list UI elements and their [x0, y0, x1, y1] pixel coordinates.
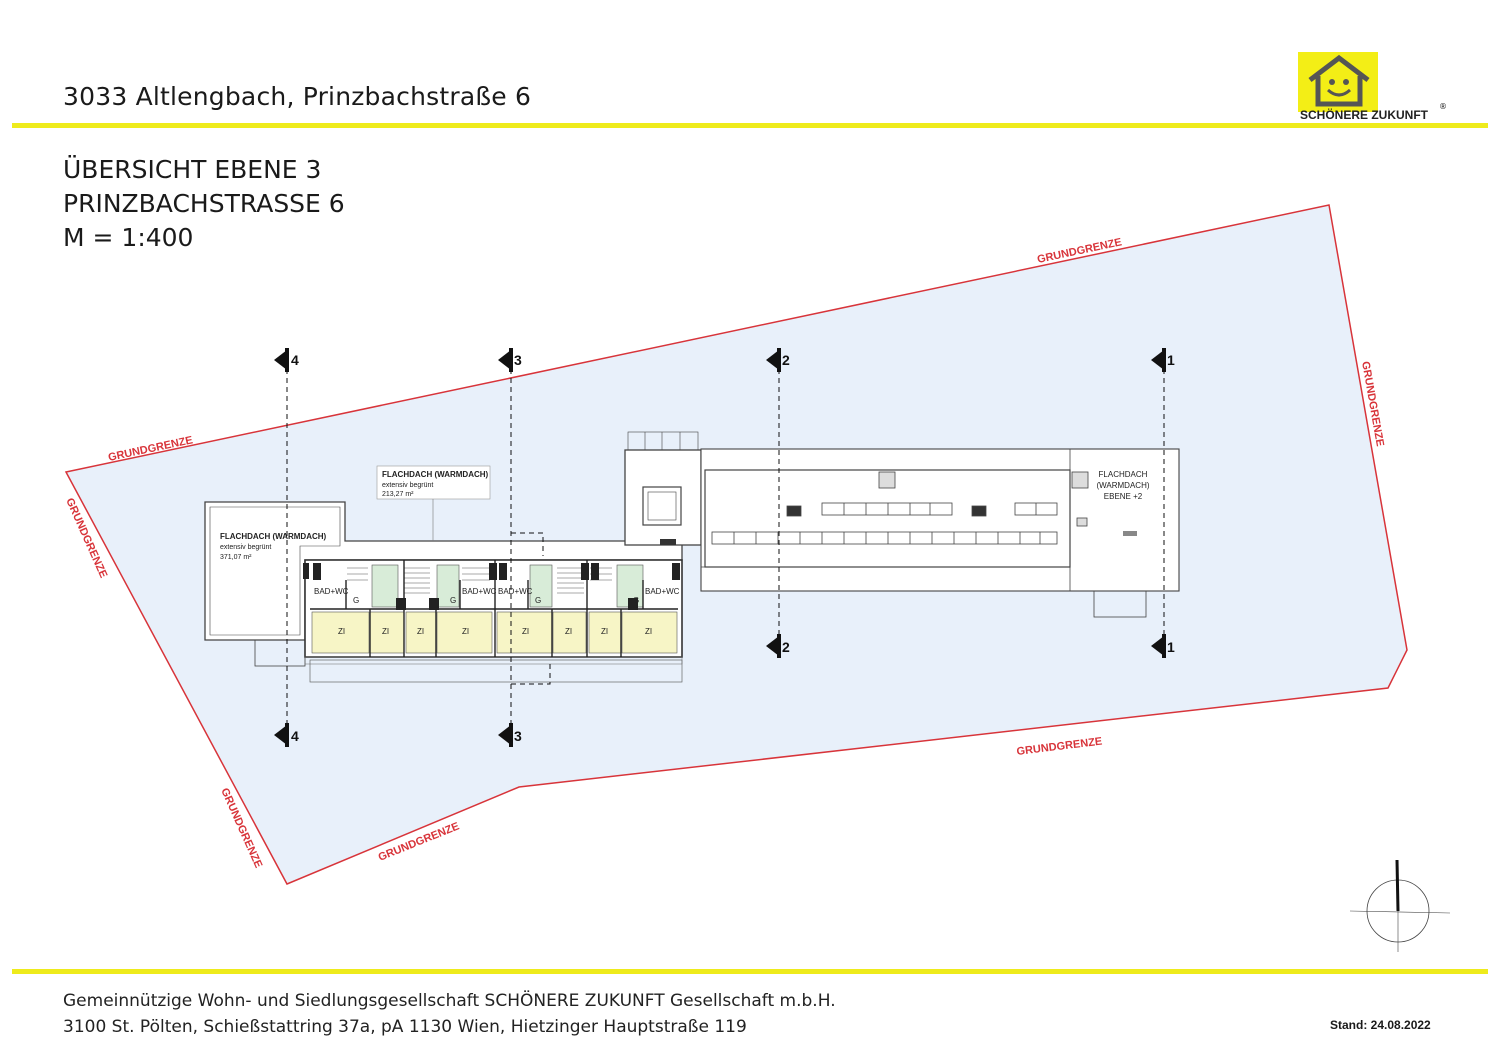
room-label-room: ZI [382, 627, 389, 636]
room-label-bath: BAD+WC [462, 587, 497, 596]
section-number: 1 [1167, 639, 1175, 655]
roof-left-sub: extensiv begrünt [220, 544, 271, 551]
house-smiley-icon [1308, 54, 1370, 107]
footer: Gemeinnützige Wohn- und Siedlungsgesells… [63, 988, 836, 1040]
room-label-bath: BAD+WC [314, 587, 349, 596]
logo-registered-mark: ® [1439, 102, 1447, 111]
section-number: 3 [514, 352, 522, 368]
footer-rule [12, 969, 1488, 974]
roof-middle-sub: extensiv begrünt [382, 482, 433, 489]
room-label-bath: BAD+WC [645, 587, 680, 596]
section-number: 1 [1167, 352, 1175, 368]
date-stamp: Stand: 24.08.2022 [1330, 1018, 1431, 1032]
footer-address: 3100 St. Pölten, Schießstattring 37a, pA… [63, 1017, 747, 1037]
roof-right-line2: (WARMDACH) [1096, 481, 1149, 490]
company-logo: SCHÖNERE ZUKUNFT ® [1298, 52, 1448, 124]
north-arrow-icon [1349, 859, 1451, 952]
section-number: 3 [514, 728, 522, 744]
room-label-room: ZI [601, 627, 608, 636]
section-number: 2 [782, 352, 790, 368]
roof-right-line3: EBENE +2 [1104, 492, 1143, 501]
room-label-room: ZI [522, 627, 529, 636]
roof-middle-title: FLACHDACH (WARMDACH) [382, 470, 489, 479]
header-rule [12, 123, 1488, 128]
room-label-wardrobe: G [450, 596, 456, 605]
footer-company: Gemeinnützige Wohn- und Siedlungsgesells… [63, 991, 836, 1011]
stair-tower [624, 431, 702, 546]
roof-left-title: FLACHDACH (WARMDACH) [220, 532, 327, 541]
room-label-wardrobe: G [633, 596, 639, 605]
roof-left-area: 371,07 m² [220, 554, 252, 561]
title-level: ÜBERSICHT EBENE 3 [63, 155, 322, 184]
section-number: 2 [782, 639, 790, 655]
room-label-room: ZI [565, 627, 572, 636]
room-label-room: ZI [462, 627, 469, 636]
section-markers: 4 3 2 1 4 3 2 1 [274, 348, 1175, 747]
boundary-label: GRUNDGRENZE [1016, 736, 1103, 758]
roof-middle-area: 213,27 m² [382, 491, 414, 498]
section-number: 4 [291, 728, 299, 744]
room-label-room: ZI [338, 627, 345, 636]
skylights [711, 502, 1058, 545]
right-roof-wing [700, 448, 1180, 618]
logo-brand: SCHÖNERE ZUKUNFT [1300, 108, 1428, 122]
room-label-wardrobe: G [535, 596, 541, 605]
project-address: 3033 Altlengbach, Prinzbachstraße 6 [63, 82, 532, 111]
section-lines [286, 360, 1165, 735]
title-block: ÜBERSICHT EBENE 3 PRINZBACHSTRASSE 6 M =… [63, 153, 345, 255]
room-label-room: ZI [417, 627, 424, 636]
roof-middle-label-box [376, 465, 491, 500]
title-street: PRINZBACHSTRASSE 6 [63, 189, 345, 218]
title-scale: M = 1:400 [63, 223, 194, 252]
room-label-wardrobe: G [353, 596, 359, 605]
apartment-strip [303, 559, 683, 683]
roof-right-line1: FLACHDACH [1099, 470, 1148, 479]
section-number: 4 [291, 352, 299, 368]
room-label-room: ZI [645, 627, 652, 636]
room-label-bath: BAD+WC [498, 587, 533, 596]
